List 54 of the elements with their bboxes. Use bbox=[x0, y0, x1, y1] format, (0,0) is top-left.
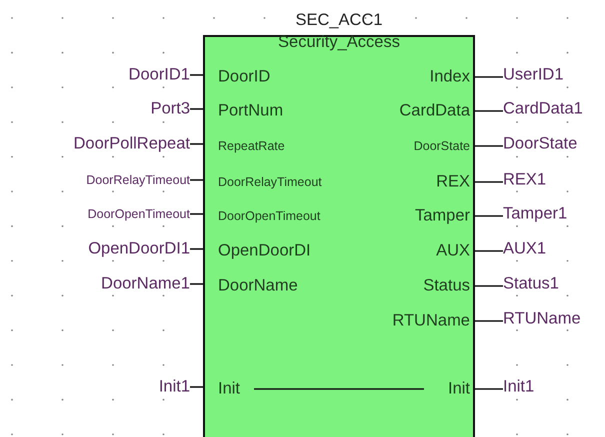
signal-label: OpenDoorDI1 bbox=[88, 240, 190, 258]
signal-label: Init1 bbox=[158, 378, 190, 396]
signal-label: UserID1 bbox=[503, 66, 564, 84]
pin-label: Init bbox=[424, 380, 475, 398]
pin-label: PortNum bbox=[203, 102, 298, 120]
pin-label: DoorID bbox=[203, 68, 284, 86]
pin-label: Index bbox=[406, 68, 475, 86]
signal-label: RTUName bbox=[503, 310, 581, 328]
connector-line bbox=[190, 386, 203, 388]
signal-label: DoorName1 bbox=[101, 274, 190, 294]
pin-label: RTUName bbox=[368, 312, 475, 330]
signal-label: CardData1 bbox=[503, 100, 583, 118]
signal-label: DoorState bbox=[503, 134, 578, 154]
pin-label: Tamper bbox=[390, 206, 475, 226]
connector-line bbox=[190, 283, 203, 285]
connector-line bbox=[254, 388, 424, 390]
connector-line bbox=[190, 143, 203, 145]
signal-label: DoorRelayTimeout bbox=[86, 172, 190, 188]
connector-line bbox=[190, 179, 203, 181]
signal-label: DoorID1 bbox=[128, 66, 190, 84]
pin-label: Status bbox=[399, 276, 475, 296]
pin-label: DoorName bbox=[203, 276, 312, 296]
pin-label: DoorOpenTimeout bbox=[203, 208, 334, 224]
connector-line bbox=[190, 248, 203, 250]
signal-label: Init1 bbox=[503, 378, 534, 396]
connector-line bbox=[475, 388, 503, 390]
connector-line bbox=[475, 110, 503, 112]
pin-label: DoorState bbox=[390, 138, 475, 154]
block-type: Security_Access bbox=[277, 33, 401, 52]
connector-line bbox=[475, 250, 503, 252]
signal-label: Tamper1 bbox=[503, 204, 568, 224]
pin-label: Init bbox=[203, 380, 254, 398]
connector-line bbox=[475, 215, 503, 217]
signal-label: Status1 bbox=[503, 274, 559, 294]
instance-name: SEC_ACC1 bbox=[294, 11, 384, 30]
connector-line bbox=[475, 76, 503, 78]
connector-line bbox=[475, 320, 503, 322]
pin-label: CardData bbox=[375, 102, 475, 120]
signal-label: AUX1 bbox=[503, 240, 546, 258]
connector-line bbox=[475, 181, 503, 183]
pin-label: RepeatRate bbox=[203, 138, 299, 154]
signal-label: DoorPollRepeat bbox=[74, 134, 190, 154]
signal-label: Port3 bbox=[150, 100, 190, 118]
connector-line bbox=[475, 285, 503, 287]
pin-label: DoorRelayTimeout bbox=[203, 174, 336, 190]
pin-label: REX bbox=[412, 172, 475, 192]
pin-label: AUX bbox=[412, 242, 475, 260]
pin-label: OpenDoorDI bbox=[203, 242, 325, 260]
signal-label: REX1 bbox=[503, 170, 546, 190]
signal-label: DoorOpenTimeout bbox=[88, 206, 190, 222]
connector-line bbox=[475, 145, 503, 147]
connector-line bbox=[190, 108, 203, 110]
connector-line bbox=[190, 213, 203, 215]
connector-line bbox=[190, 74, 203, 76]
